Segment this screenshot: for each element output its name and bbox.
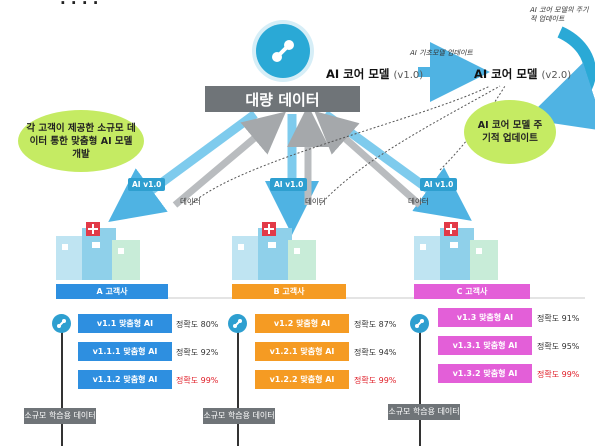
customer-b: B 고객사 <box>232 284 346 299</box>
accuracy-b-3: 정확도 99% <box>354 376 397 385</box>
return-arrow-a <box>172 111 287 208</box>
hospital-building-icon <box>232 222 316 280</box>
ai-version-b: AI v1.0 <box>270 178 308 191</box>
arrow-to-c <box>322 110 472 221</box>
core-model-v2-name: AI 코어 모델 <box>474 67 538 81</box>
core-model-v1-name: AI 코어 모델 <box>326 67 390 81</box>
small-data-c: 소규모 학습용 데이터 <box>388 404 460 420</box>
customer-a: A 고객사 <box>56 284 168 299</box>
ai-version-c: AI v1.0 <box>420 178 458 191</box>
hospital-building-icon <box>56 222 140 280</box>
model-b-2: v1.2.1 맞춤형 AI <box>255 342 349 361</box>
model-a-1: v1.1 맞춤형 AI <box>78 314 172 333</box>
trunk-c <box>419 330 421 446</box>
data-label-b: 데이터 <box>305 197 326 206</box>
accuracy-c-1: 정확도 91% <box>537 314 580 323</box>
hospital-building-icon <box>414 222 498 280</box>
return-arrow-c <box>314 111 423 208</box>
model-c-3: v1.3.2 맞춤형 AI <box>438 364 532 383</box>
model-c-2: v1.3.1 맞춤형 AI <box>438 336 532 355</box>
core-model-v1-version: (v1.0) <box>393 70 424 81</box>
model-b-3: v1.2.2 맞춤형 AI <box>255 370 349 389</box>
accuracy-c-2: 정확도 95% <box>537 342 580 351</box>
data-label-a: 데이터 <box>180 197 201 206</box>
accuracy-a-3: 정확도 99% <box>176 376 219 385</box>
model-b-1: v1.2 맞춤형 AI <box>255 314 349 333</box>
link-node-icon <box>272 40 294 62</box>
model-a-2: v1.1.1 맞춤형 AI <box>78 342 172 361</box>
update-label: AI 기초모델 업데이트 <box>410 49 473 57</box>
link-node-icon <box>228 314 247 333</box>
accuracy-c-3: 정확도 99% <box>537 370 580 379</box>
accuracy-a-2: 정확도 92% <box>176 348 219 357</box>
corner-update-label: AI 코어 모델의 주기적 업데이트 <box>530 6 589 23</box>
page-title-fragment: · · · · <box>60 0 99 12</box>
custom-model-bubble: 각 고객이 제공한 소규모 데이터 통한 맞춤형 AI 모델 개발 <box>18 110 144 172</box>
accuracy-a-1: 정확도 80% <box>176 320 219 329</box>
trunk-a <box>61 330 63 446</box>
bigdata-box: 대량 데이터 <box>205 86 360 112</box>
core-logo <box>256 24 310 78</box>
data-label-c: 데이터 <box>408 197 429 206</box>
model-a-3: v1.1.2 맞춤형 AI <box>78 370 172 389</box>
link-node-icon <box>410 314 429 333</box>
accuracy-b-2: 정확도 94% <box>354 348 397 357</box>
link-node-icon <box>52 314 71 333</box>
accuracy-b-1: 정확도 87% <box>354 320 397 329</box>
small-data-b: 소규모 학습용 데이터 <box>203 408 275 424</box>
trunk-b <box>237 330 239 446</box>
customer-c: C 고객사 <box>414 284 530 299</box>
ai-version-a: AI v1.0 <box>128 178 166 191</box>
model-c-1: v1.3 맞춤형 AI <box>438 308 532 327</box>
core-model-v2-version: (v2.0) <box>541 70 572 81</box>
cycle-arrow <box>525 26 595 132</box>
core-model-v1: AI 코어 모델 (v1.0) <box>326 66 423 82</box>
core-model-v2: AI 코어 모델 (v2.0) <box>474 66 571 82</box>
small-data-a: 소규모 학습용 데이터 <box>24 408 96 424</box>
periodic-update-bubble: AI 코어 모델 주기적 업데이트 <box>464 100 556 164</box>
